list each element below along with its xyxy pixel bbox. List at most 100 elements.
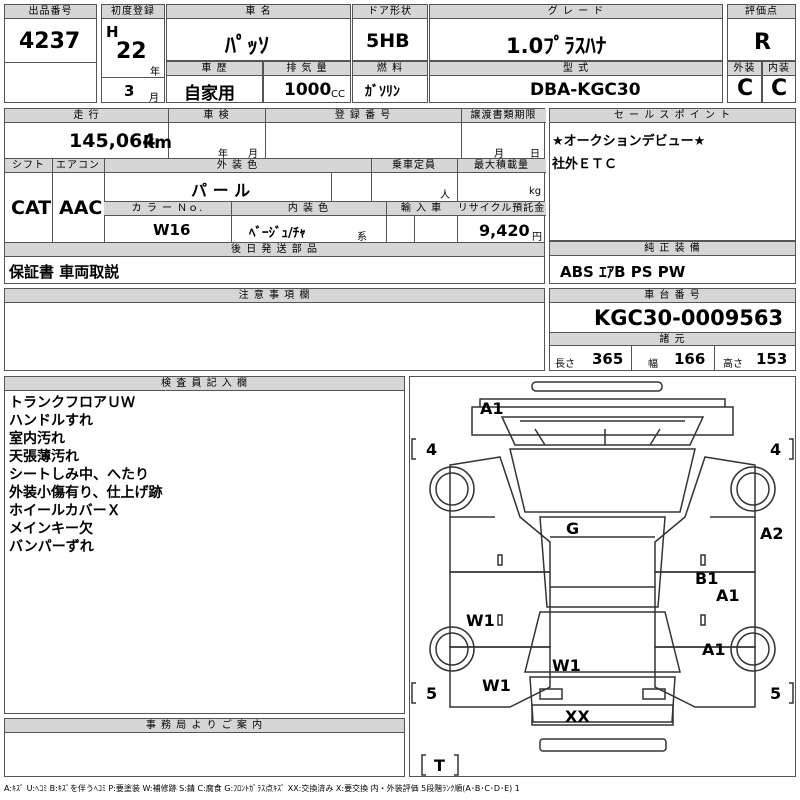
specs-box: 走 行 車 検 登 録 番 号 譲渡書類期限 145,064 km 年 月 月 … [4, 108, 546, 284]
reg-month: 3 [124, 82, 135, 100]
dims-label: 諸 元 [550, 332, 795, 346]
door-type: 5HB [366, 30, 410, 52]
history: 自家用 [184, 84, 235, 104]
chassis-label: 車 台 番 号 [550, 289, 795, 303]
car-name-label: 車 名 [167, 5, 350, 19]
office-label: 事 務 局 よ り ご 案 内 [5, 719, 404, 733]
later-parts: 保証書 車両取説 [9, 263, 120, 281]
inspector-note: シートしみ中、へたり [9, 467, 149, 483]
fuel: ｶﾞｿﾘﾝ [365, 84, 400, 100]
inspector-notes: トランクフロアＵＷ ハンドルすれ 室内汚れ 天張薄汚れ シートしみ中、へたり 外… [9, 394, 162, 556]
car-name: ﾊﾟｯｿ [225, 34, 270, 59]
capacity-label: 乗車定員 [371, 159, 457, 173]
shift: CAT [11, 197, 52, 219]
sales-line-2: 社外ＥＴＣ [552, 157, 618, 172]
recycle-fee: 9,420 [479, 221, 530, 240]
car-diagram: A1 4 4 A2 G B1 A1 W1 A1 W1 W1 5 5 XX T [409, 376, 796, 777]
load-label: 最大積載量 [457, 159, 546, 173]
body-color: パ ー ル [191, 181, 251, 200]
inspector-note: ホイールカバーＸ [9, 503, 121, 519]
car-outline [411, 381, 794, 776]
inspector-note: 室内汚れ [9, 431, 65, 447]
damage-mark-a1-rear: A1 [702, 640, 726, 659]
color-number: W16 [153, 221, 191, 239]
damage-mark-a1-front: A1 [480, 399, 504, 418]
tire-mark-front-left: 4 [426, 440, 438, 459]
mileage-label: 走 行 [5, 109, 168, 123]
lot-number: 4237 [19, 29, 81, 54]
reg-no-label: 登 録 番 号 [265, 109, 461, 123]
ext-grade: C [737, 76, 754, 101]
inspection-label: 車 検 [168, 109, 265, 123]
mileage: 145,064 [69, 130, 156, 152]
chassis-number: KGC30-0009563 [594, 306, 784, 330]
damage-mark-a1-right: A1 [716, 586, 740, 605]
fuel-box: 燃 料 ｶﾞｿﾘﾝ [352, 61, 428, 103]
int-box: 内装 C [762, 61, 796, 103]
door-label: ドア形状 [353, 5, 427, 19]
transfer-day-unit: 日 [530, 149, 540, 160]
first-reg-label: 初度登録 [102, 5, 164, 19]
caution-label: 注 意 事 項 欄 [5, 289, 544, 303]
lot-box: 出品番号 4237 [4, 4, 97, 103]
grade-label: グ レ ー ド [430, 5, 722, 19]
int-grade: C [771, 76, 788, 101]
chassis-box: 車 台 番 号 KGC30-0009563 諸 元 長さ 365 幅 166 高… [549, 288, 796, 371]
inspector-note: メインキー欠 [9, 521, 93, 537]
shift-label: シフト [5, 159, 52, 173]
caution-box: 注 意 事 項 欄 [4, 288, 545, 371]
damage-mark-w1-center: W1 [552, 656, 581, 675]
yen-unit: 円 [532, 232, 542, 243]
ext-label: 外装 [728, 62, 761, 76]
import-label: 輸 入 車 [386, 202, 457, 216]
height-label: 高さ [723, 359, 743, 370]
insp-month-unit: 月 [248, 149, 258, 160]
int-label: 内装 [763, 62, 795, 76]
damage-mark-b1: B1 [695, 569, 719, 588]
interior-label: 内 装 色 [231, 202, 386, 216]
inspector-note: 外装小傷有り、仕上げ跡 [9, 485, 163, 501]
model-box: 型 式 DBA-KGC30 [429, 61, 723, 103]
damage-legend: A:ｷｽﾞ U:ﾍｺﾐ B:ｷｽﾞを伴うﾍｺﾐ P:要塗装 W:補修跡 S:錆 … [4, 784, 520, 793]
insp-year-unit: 年 [218, 149, 228, 160]
length-label: 長さ [555, 359, 575, 370]
score-label: 評価点 [728, 5, 795, 19]
width: 166 [674, 350, 706, 368]
damage-mark-w1-rear: W1 [482, 676, 511, 695]
color-label: 外 装 色 [104, 159, 371, 173]
colorno-label: カ ラ ー Ｎｏ. [104, 202, 231, 216]
displacement-label: 排 気 量 [264, 62, 350, 76]
tire-mark-front-right: 4 [770, 440, 782, 459]
model: DBA-KGC30 [530, 80, 641, 100]
load-unit: kg [529, 186, 542, 197]
transfer-month-unit: 月 [494, 149, 504, 160]
inspector-note: トランクフロアＵＷ [9, 395, 135, 411]
reg-year: 22 [116, 39, 147, 64]
ext-box: 外装 C [727, 61, 762, 103]
grade: 1.0ﾌﾟﾗｽﾊﾅ [506, 34, 607, 58]
era: H [106, 23, 119, 41]
fuel-label: 燃 料 [353, 62, 427, 76]
sales-box: セ ー ル ス ポ イ ン ト ★オークションデビュー★ 社外ＥＴＣ [549, 108, 796, 241]
capacity-unit: 人 [440, 190, 450, 201]
damage-mark-a2: A2 [760, 524, 784, 543]
interior-color: ﾍﾞｰｼﾞｭ/ﾁｬ [249, 226, 306, 241]
month-unit: 月 [149, 93, 159, 104]
sales-label: セ ー ル ス ポ イ ン ト [550, 109, 795, 123]
score-box: 評価点 R [727, 4, 796, 61]
tire-mark-rear-right: 5 [770, 684, 782, 703]
displacement-box: 排 気 量 1000 CC [263, 61, 351, 103]
height: 153 [756, 350, 788, 368]
ac-label: エアコン [52, 159, 104, 173]
inspector-label: 検 査 員 記 入 欄 [5, 377, 404, 391]
history-box: 車 歴 自家用 [166, 61, 263, 104]
spare-tire-mark: T [434, 756, 445, 775]
displacement: 1000 [284, 80, 332, 100]
km-unit: km [143, 133, 173, 153]
inspector-box: 検 査 員 記 入 欄 トランクフロアＵＷ ハンドルすれ 室内汚れ 天張薄汚れ … [4, 376, 405, 714]
interior-unit: 系 [357, 232, 367, 243]
first-reg-box: 初度登録 H 22 年 3 月 [101, 4, 165, 104]
sales-line-1: ★オークションデビュー★ [552, 134, 706, 149]
width-label: 幅 [648, 359, 658, 370]
history-label: 車 歴 [167, 62, 262, 76]
